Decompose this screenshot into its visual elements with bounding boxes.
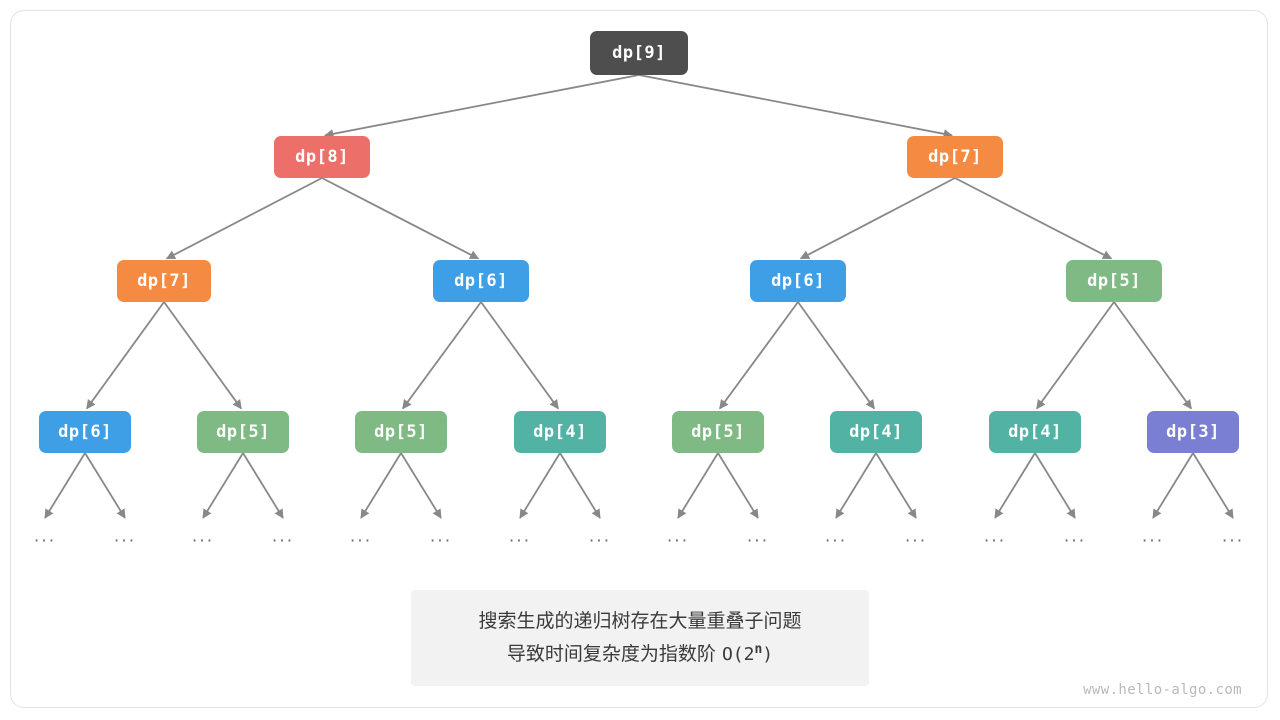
ellipsis-label: ... <box>33 526 57 547</box>
tree-node: dp[6] <box>750 260 846 302</box>
tree-node: dp[5] <box>355 411 447 453</box>
ellipsis-label: ... <box>904 526 928 547</box>
ellipsis-label: ... <box>1063 526 1087 547</box>
tree-node: dp[4] <box>830 411 922 453</box>
tree-node: dp[5] <box>672 411 764 453</box>
caption-line-2: 导致时间复杂度为指数阶 O(2n) <box>507 642 773 666</box>
ellipsis-label: ... <box>429 526 453 547</box>
complexity-open: O(2 <box>721 644 755 665</box>
complexity-expression: O(2n) <box>721 642 774 665</box>
tree-node: dp[4] <box>989 411 1081 453</box>
ellipsis-label: ... <box>113 526 137 547</box>
caption-line-2-text: 导致时间复杂度为指数阶 <box>506 643 722 665</box>
watermark: www.hello-algo.com <box>1083 682 1242 698</box>
tree-node: dp[5] <box>197 411 289 453</box>
complexity-close: ) <box>762 644 774 665</box>
tree-node: dp[6] <box>433 260 529 302</box>
ellipsis-label: ... <box>666 526 690 547</box>
tree-node: dp[7] <box>117 260 211 302</box>
ellipsis-label: ... <box>983 526 1007 547</box>
caption-line-1: 搜索生成的递归树存在大量重叠子问题 <box>478 610 802 633</box>
ellipsis-label: ... <box>824 526 848 547</box>
ellipsis-label: ... <box>508 526 532 547</box>
tree-node: dp[3] <box>1147 411 1239 453</box>
ellipsis-label: ... <box>349 526 373 547</box>
complexity-exponent: n <box>754 642 763 657</box>
tree-node: dp[8] <box>274 136 370 178</box>
ellipsis-label: ... <box>1221 526 1245 547</box>
ellipsis-label: ... <box>746 526 770 547</box>
tree-node: dp[9] <box>590 31 688 75</box>
tree-node: dp[7] <box>907 136 1003 178</box>
caption-box: 搜索生成的递归树存在大量重叠子问题 导致时间复杂度为指数阶 O(2n) <box>411 590 869 686</box>
ellipsis-label: ... <box>1141 526 1165 547</box>
tree-node: dp[5] <box>1066 260 1162 302</box>
ellipsis-label: ... <box>191 526 215 547</box>
tree-node: dp[4] <box>514 411 606 453</box>
tree-node: dp[6] <box>39 411 131 453</box>
ellipsis-label: ... <box>588 526 612 547</box>
ellipsis-label: ... <box>271 526 295 547</box>
